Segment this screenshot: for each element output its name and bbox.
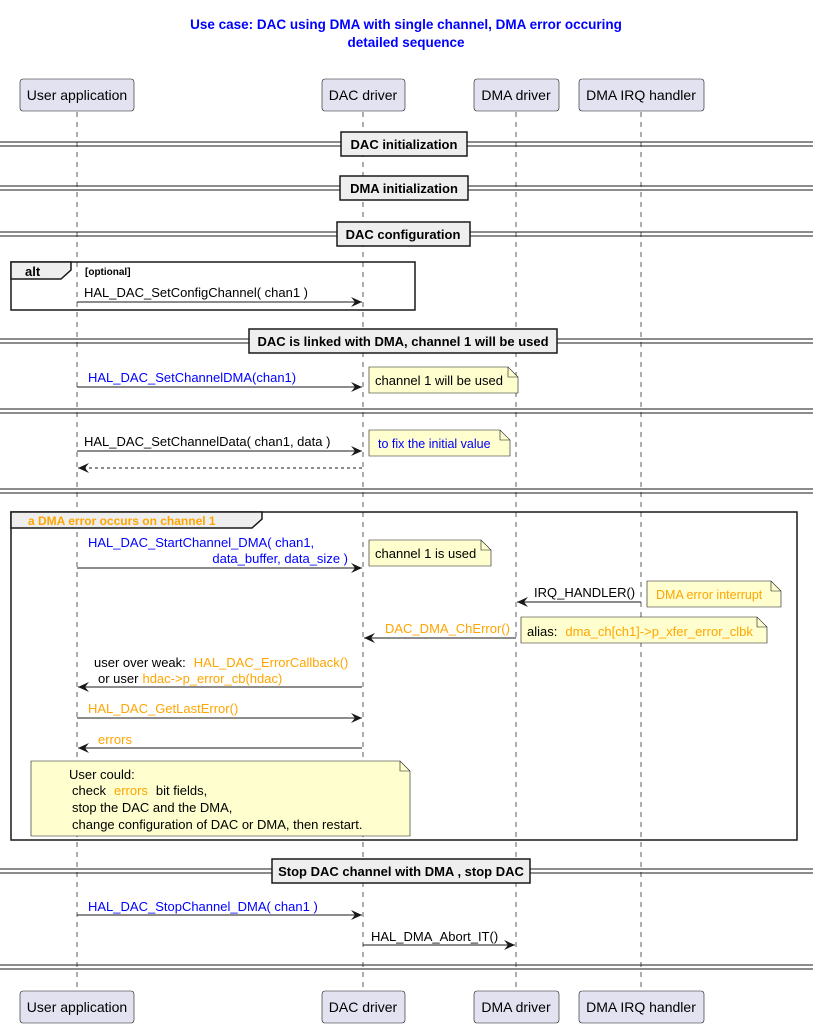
svg-text:DAC driver: DAC driver xyxy=(329,87,398,103)
alias-prefix: alias: xyxy=(527,624,557,639)
error-group-frame: a DMA error occurs on channel 1 xyxy=(10,511,798,841)
callback-name: HAL_DAC_ErrorCallback() xyxy=(194,655,349,670)
svg-text:DAC initialization: DAC initialization xyxy=(351,137,458,152)
diagram-title-line2: detailed sequence xyxy=(347,35,465,50)
note-alias: alias: dma_ch[ch1]->p_xfer_error_clbk xyxy=(520,616,768,644)
lifelines xyxy=(76,112,642,990)
svg-text:DMA IRQ handler: DMA IRQ handler xyxy=(586,999,696,1015)
svg-text:alias:dma_ch[ch1]->p_xfer_erro: alias: dma_ch[ch1]->p_xfer_error_clbk xyxy=(527,624,753,639)
svg-text:to fix the initial value: to fix the initial value xyxy=(378,437,491,451)
note-errors: errors xyxy=(114,783,148,798)
participant-irq-bottom: DMA IRQ handler xyxy=(578,990,705,1024)
svg-text:DMA initialization: DMA initialization xyxy=(350,181,458,196)
alt-guard: [optional] xyxy=(85,267,131,278)
note-user-could: User could: check errors bit fields, stop … xyxy=(30,760,411,837)
participant-irq-top: DMA IRQ handler xyxy=(578,78,705,112)
svg-text:DMA error interrupt: DMA error interrupt xyxy=(656,588,763,602)
svg-text:DMA driver: DMA driver xyxy=(481,999,551,1015)
alt-frame: alt [optional] xyxy=(10,261,416,311)
note-user-could-line4: change configuration of DAC or DMA, then… xyxy=(72,817,362,832)
divider-plain-1 xyxy=(0,408,813,414)
divider-plain-2 xyxy=(0,488,813,494)
msg-set-channel-data: HAL_DAC_SetChannelData( chan1, data ) xyxy=(84,434,330,449)
participant-user-bottom: User application xyxy=(19,990,135,1024)
msg-stop-channel-dma: HAL_DAC_StopChannel_DMA( chan1 ) xyxy=(88,899,318,914)
svg-text:DAC is linked with DMA, channe: DAC is linked with DMA, channel 1 will b… xyxy=(257,334,548,349)
msg-set-channel-dma: HAL_DAC_SetChannelDMA(chan1) xyxy=(88,370,296,385)
note-channel-is-used: channel 1 is used xyxy=(368,539,492,567)
note-check: check xyxy=(72,783,106,798)
alt-keyword: alt xyxy=(25,264,41,279)
divider-dac-config: DAC configuration xyxy=(0,221,813,247)
divider-dma-init: DMA initialization xyxy=(0,175,813,201)
participant-dma-bottom: DMA driver xyxy=(473,990,560,1024)
participant-dma-top: DMA driver xyxy=(473,78,560,112)
svg-text:Stop DAC channel with DMA , st: Stop DAC channel with DMA , stop DAC xyxy=(278,864,524,879)
error-group-label: a DMA error occurs on channel 1 xyxy=(28,514,216,528)
svg-text:User application: User application xyxy=(27,87,127,103)
svg-text:User application: User application xyxy=(27,999,127,1015)
svg-text:DAC configuration: DAC configuration xyxy=(346,227,461,242)
callback-user: hdac->p_error_cb(hdac) xyxy=(142,671,282,686)
divider-dac-init: DAC initialization xyxy=(0,131,813,157)
note-fix-initial-value: to fix the initial value xyxy=(368,429,511,457)
note-dma-error-interrupt: DMA error interrupt xyxy=(646,580,782,608)
svg-text:DMA IRQ handler: DMA IRQ handler xyxy=(586,87,696,103)
note-user-could-line1: User could: xyxy=(69,767,135,782)
diagram-title-line1: Use case: DAC using DMA with single chan… xyxy=(190,17,622,32)
divider-plain-3 xyxy=(0,964,813,970)
participant-dac-bottom: DAC driver xyxy=(321,990,406,1024)
msg-start-channel-dma-line1: HAL_DAC_StartChannel_DMA( chan1, xyxy=(88,535,314,550)
msg-start-channel-dma-line2: data_buffer, data_size ) xyxy=(212,551,348,566)
note-channel-will-be-used: channel 1 will be used xyxy=(368,366,519,394)
callback-prefix: user over weak: xyxy=(94,655,186,670)
note-bitfields: bit fields, xyxy=(156,783,207,798)
svg-text:channel 1 is used: channel 1 is used xyxy=(375,546,476,561)
divider-dac-linked: DAC is linked with DMA, channel 1 will b… xyxy=(0,328,813,354)
svg-text:user over weak:HAL_DAC_ErrorCa: user over weak: HAL_DAC_ErrorCallback() xyxy=(94,655,348,670)
participant-user-top: User application xyxy=(19,78,135,112)
svg-text:DAC driver: DAC driver xyxy=(329,999,398,1015)
msg-dma-abort-it: HAL_DMA_Abort_IT() xyxy=(371,929,498,944)
callback-or: or user xyxy=(98,671,139,686)
svg-text:DMA driver: DMA driver xyxy=(481,87,551,103)
msg-set-config-channel: HAL_DAC_SetConfigChannel( chan1 ) xyxy=(84,285,308,300)
msg-dac-dma-cherror: DAC_DMA_ChError() xyxy=(385,621,510,636)
svg-text:channel 1 will be used: channel 1 will be used xyxy=(375,373,503,388)
msg-errors-return: errors xyxy=(98,732,132,747)
msg-get-last-error: HAL_DAC_GetLastError() xyxy=(88,701,238,716)
note-user-could-line3: stop the DAC and the DMA, xyxy=(72,800,232,815)
alias-value: dma_ch[ch1]->p_xfer_error_clbk xyxy=(565,624,753,639)
msg-irq-handler: IRQ_HANDLER() xyxy=(534,585,635,600)
divider-stop: Stop DAC channel with DMA , stop DAC xyxy=(0,858,813,884)
participant-dac-top: DAC driver xyxy=(321,78,406,112)
